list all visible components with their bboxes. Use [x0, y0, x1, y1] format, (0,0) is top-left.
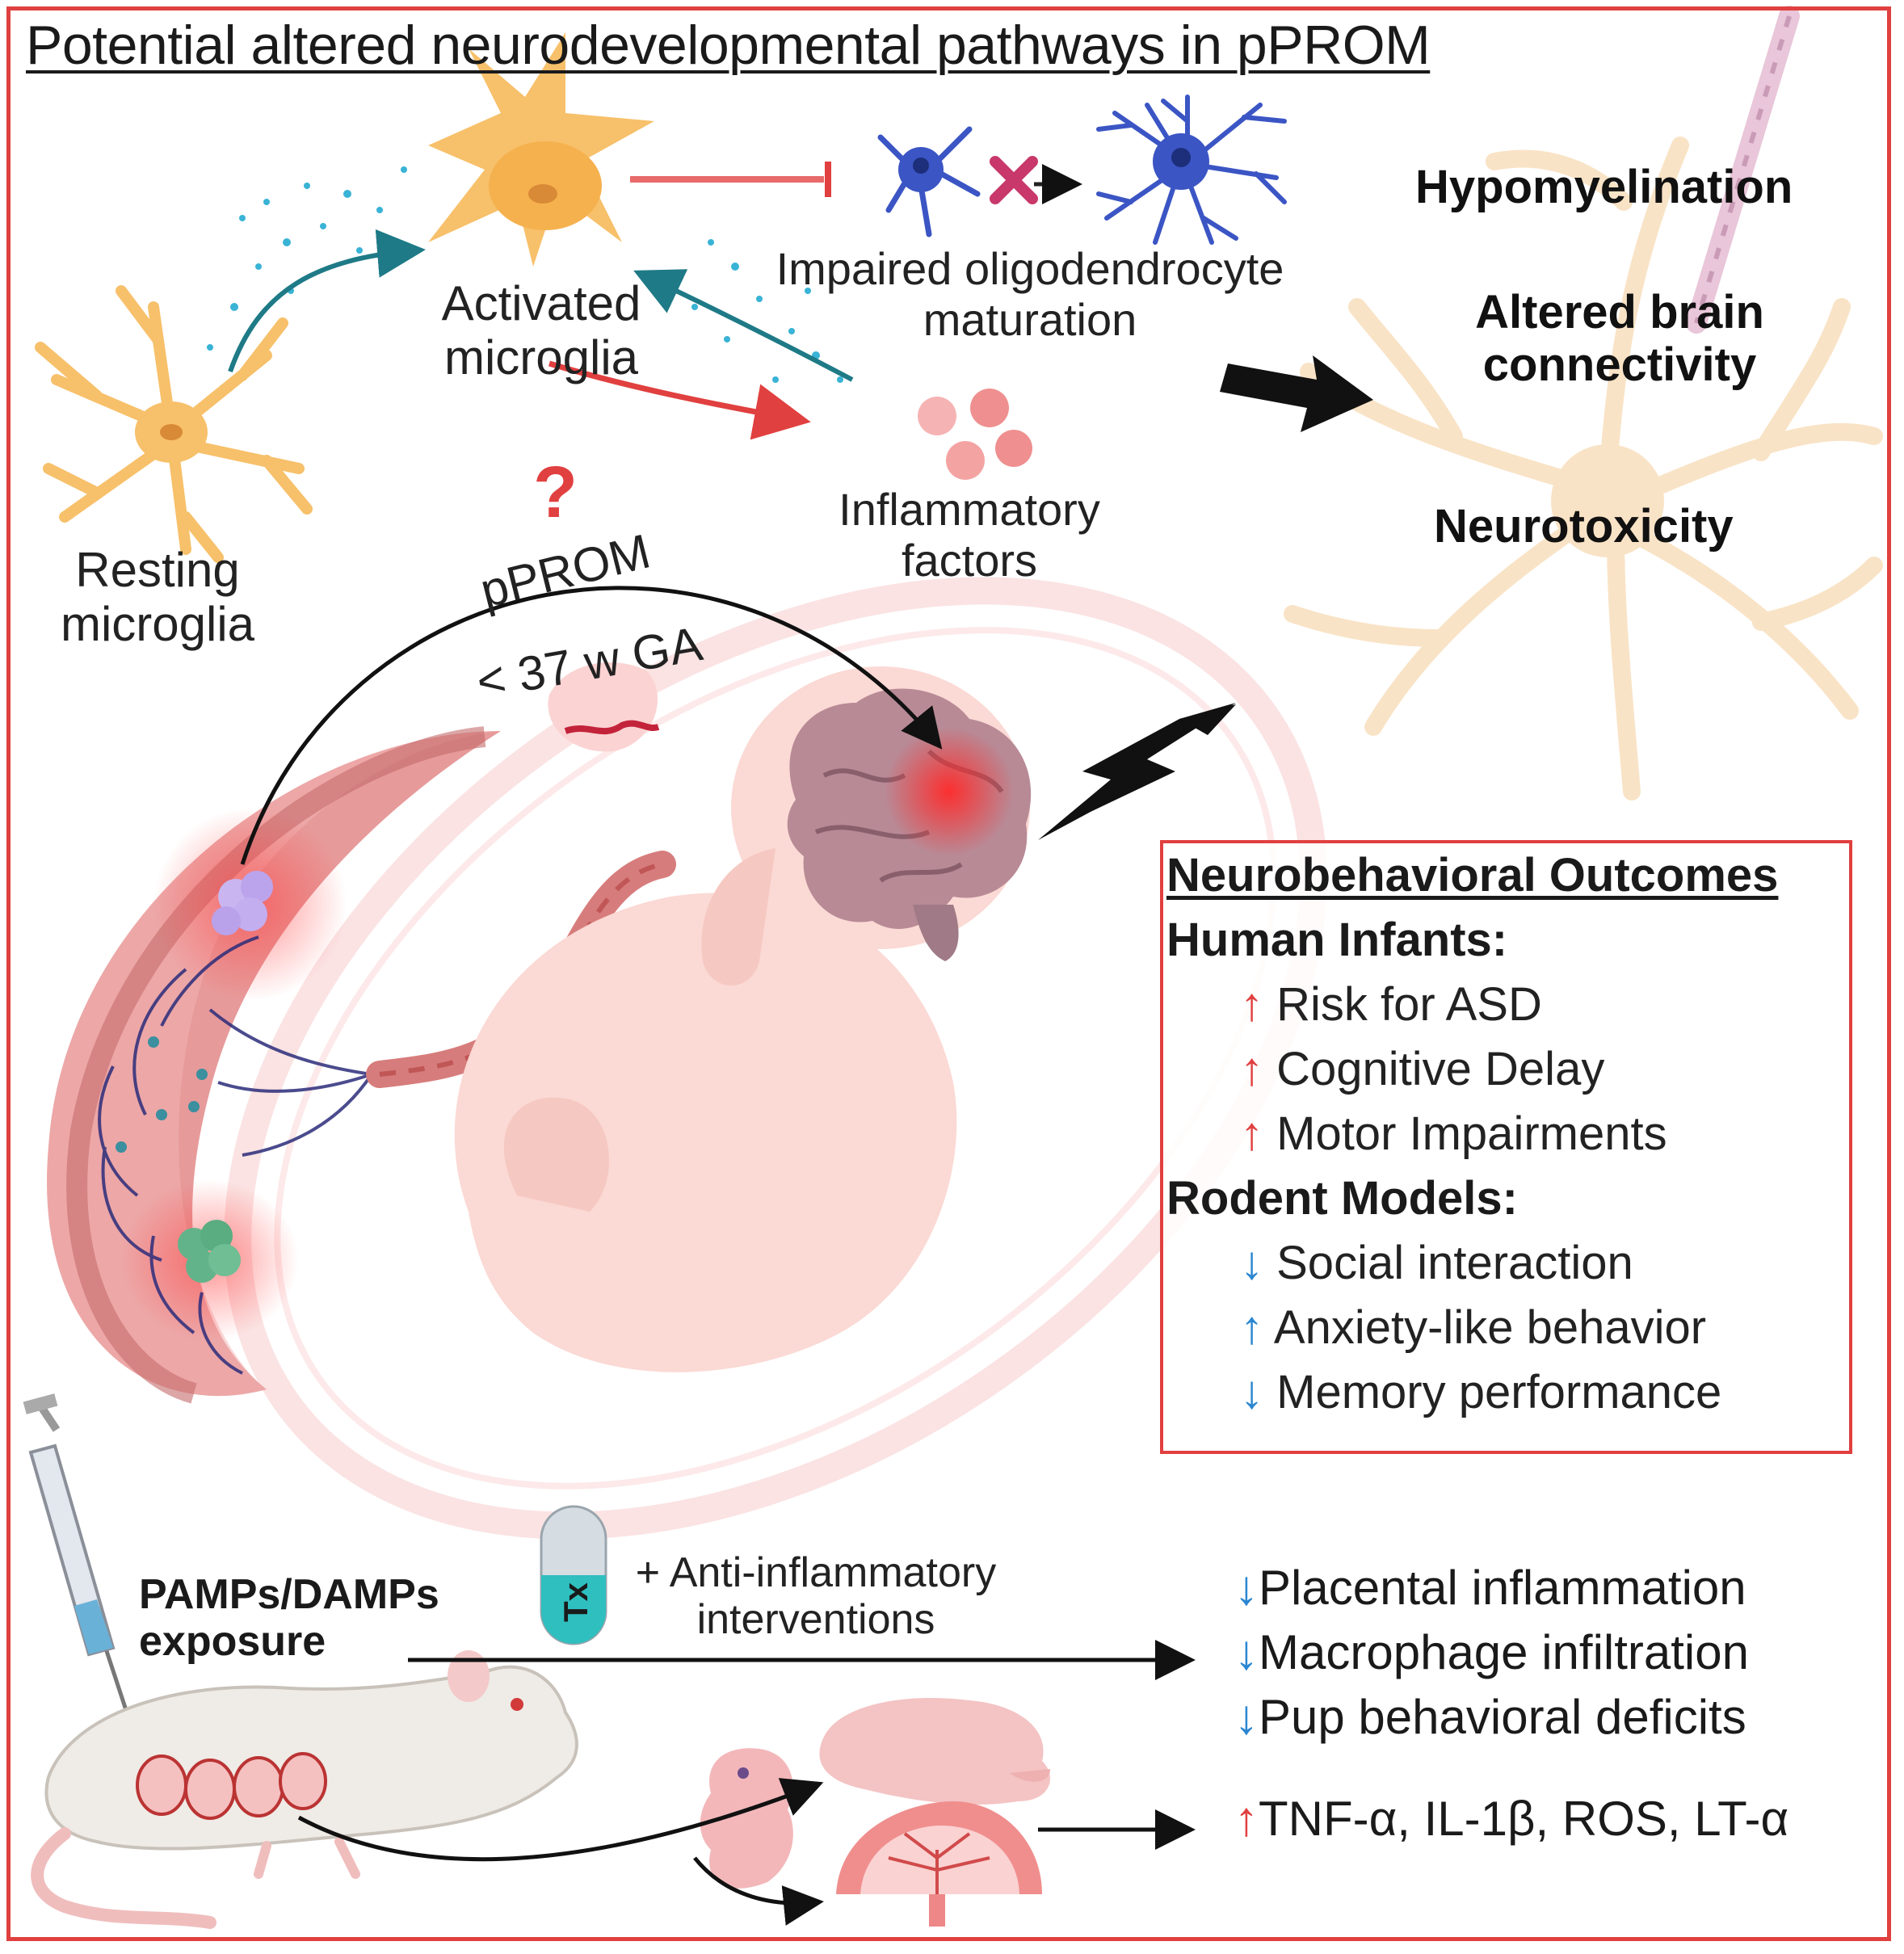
background-neuron	[1284, 137, 1883, 801]
neurobehavioral-outcomes-box	[1160, 840, 1852, 1454]
result-row: ↓Placental inflammation	[1234, 1561, 1746, 1615]
label-intervention-line2: interventions	[696, 1596, 935, 1644]
outcome-human-row: ↑ Risk for ASD	[1240, 978, 1542, 1032]
label-resting-microglia: Resting microglia	[24, 543, 291, 651]
label-anti-inflammatory: + Anti-inflammatory interventions	[606, 1549, 1026, 1643]
pprom-arc	[240, 586, 943, 865]
result-text: Macrophage infiltration	[1259, 1625, 1750, 1679]
outcome-human-row: ↑ Motor Impairments	[1240, 1107, 1667, 1161]
human-infants-heading: Human Infants:	[1166, 914, 1508, 966]
effect-hypomyelination: Hypomyelination	[1415, 161, 1793, 213]
capsule-label: Tx	[556, 1582, 595, 1623]
resting-microglia-cell	[35, 285, 313, 563]
outcomes-heading: Neurobehavioral Outcomes	[1166, 849, 1779, 901]
label-intervention-line1: + Anti-inflammatory	[635, 1549, 997, 1596]
label-resting-line1: Resting	[75, 543, 240, 597]
outcome-text: Memory performance	[1276, 1366, 1722, 1418]
pup-brain	[819, 1698, 1050, 1805]
inflammatory-factor-spheres	[918, 389, 1032, 480]
label-oligo-line2: maturation	[923, 293, 1137, 345]
outcome-text: Social interaction	[1276, 1237, 1633, 1289]
label-activated-line2: microglia	[443, 330, 639, 385]
label-inflammatory-factors: Inflammatory factors	[808, 484, 1131, 586]
label-activated-line1: Activated	[441, 276, 641, 330]
result-text: Pup behavioral deficits	[1259, 1690, 1746, 1744]
tx-capsule	[540, 1505, 607, 1645]
rat	[31, 1650, 578, 1929]
label-inflammatory-line2: factors	[901, 534, 1038, 586]
question-mark: ?	[533, 452, 578, 533]
diagram-frame	[6, 6, 1891, 1941]
label-impaired-oligodendrocyte: Impaired oligodendrocyte maturation	[731, 243, 1329, 345]
down-arrow-icon: ↓	[1234, 1561, 1259, 1615]
label-pamps-exposure: PAMPs/DAMPs exposure	[139, 1571, 439, 1665]
effect-neurotoxicity: Neurotoxicity	[1434, 500, 1734, 553]
fetal-brain	[787, 688, 1032, 961]
mature-oligodendrocyte	[1096, 95, 1287, 245]
outcome-text: Anxiety-like behavior	[1273, 1301, 1707, 1354]
result-row: ↓Macrophage infiltration	[1234, 1625, 1749, 1679]
up-arrow-icon: ↑	[1234, 1792, 1259, 1846]
label-activated-microglia: Activated microglia	[404, 276, 679, 384]
cytokine-text: TNF-α, IL-1β, ROS, LT-α	[1259, 1792, 1789, 1846]
diagram-title: Potential altered neurodevelopmental pat…	[26, 15, 1431, 76]
result-row: ↓Pup behavioral deficits	[1234, 1690, 1746, 1744]
effect-altered-line1: Altered brain	[1475, 286, 1764, 338]
immature-oligodendrocyte	[877, 126, 981, 237]
outcome-human-row: ↑ Cognitive Delay	[1240, 1043, 1605, 1096]
rodent-models-heading: Rodent Models:	[1166, 1172, 1518, 1225]
lightning-bolt	[1038, 703, 1236, 840]
label-inflammatory-line1: Inflammatory	[839, 484, 1100, 535]
label-oligo-line1: Impaired oligodendrocyte	[775, 243, 1284, 294]
label-exposure-line1: PAMPs/DAMPs	[139, 1571, 439, 1618]
up-arrow-icon: ↑	[1240, 1301, 1263, 1354]
down-arrow-icon: ↓	[1240, 1237, 1263, 1289]
effect-altered-line2: connectivity	[1482, 338, 1757, 391]
up-arrow-icon: ↑	[1240, 1043, 1263, 1095]
pup-placenta	[836, 1801, 1042, 1927]
immune-cells	[178, 871, 273, 1283]
outcome-rodent-row: ↑ Anxiety-like behavior	[1240, 1301, 1707, 1355]
rat-pup	[700, 1748, 793, 1889]
placenta-vessels	[98, 935, 373, 1375]
outcome-text: Motor Impairments	[1276, 1107, 1667, 1160]
result-text: Placental inflammation	[1259, 1561, 1746, 1615]
cytokine-row: ↑TNF-α, IL-1β, ROS, LT-α	[1234, 1792, 1788, 1846]
amniotic-sac	[224, 577, 1327, 1540]
effect-altered-connectivity: Altered brain connectivity	[1406, 286, 1834, 392]
block-x	[990, 156, 1038, 204]
outcome-rodent-row: ↓ Memory performance	[1240, 1366, 1722, 1419]
effect-arrow	[1220, 355, 1373, 432]
down-arrow-icon: ↓	[1240, 1366, 1263, 1418]
small-cells	[116, 1036, 208, 1153]
up-arrow-icon: ↑	[1240, 978, 1263, 1031]
outcome-text: Cognitive Delay	[1276, 1043, 1605, 1095]
label-exposure-line2: exposure	[139, 1618, 326, 1666]
label-resting-line2: microglia	[60, 597, 255, 652]
down-arrow-icon: ↓	[1234, 1625, 1259, 1679]
up-arrow-icon: ↑	[1240, 1107, 1263, 1160]
outcome-text: Risk for ASD	[1276, 978, 1542, 1031]
outcome-rodent-row: ↓ Social interaction	[1240, 1237, 1633, 1290]
down-arrow-icon: ↓	[1234, 1690, 1259, 1744]
